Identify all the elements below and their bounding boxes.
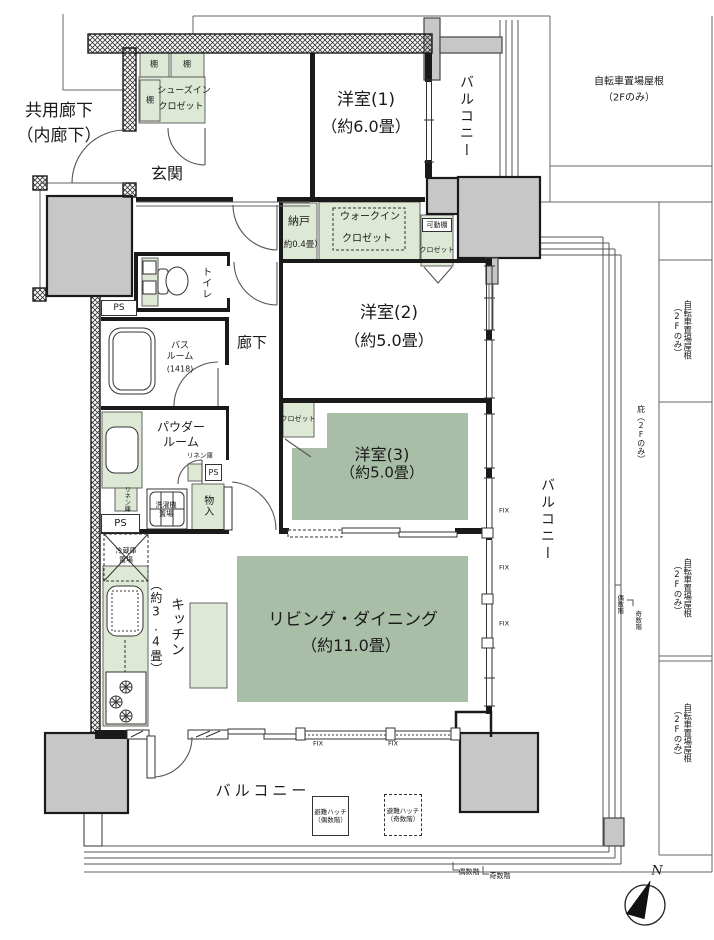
label-bath-2: ルーム [166, 351, 194, 362]
label-fix-2: FIX [498, 563, 510, 572]
label-washer-2: 置場 [159, 509, 173, 518]
label-bath-size: (1418) [166, 364, 194, 374]
site-boundary [39, 14, 713, 875]
evacuation-hatch-odd: 避難ハッチ （奇数階） [384, 794, 422, 836]
label-bicycle-roof-top-2: （2Fのみ） [602, 92, 656, 104]
label-shoe-closet-2: クロゼット [158, 101, 204, 112]
label-washer-1: 洗濯機 [155, 500, 177, 509]
evacuation-hatch-even: 避難ハッチ （偶数階） [312, 796, 349, 836]
ps-box-3: PS [101, 514, 140, 533]
hatched-walls [32, 33, 433, 734]
label-linen-1: リネン庫 [187, 451, 213, 460]
label-wic-1: ウォークイン [340, 211, 400, 223]
label-toilet: トイレ [199, 266, 211, 300]
label-odd-floor-bottom: 奇数階 [489, 871, 511, 880]
label-western3-size: （約5.0畳） [340, 463, 424, 482]
fixtures [103, 260, 189, 725]
label-storage-room-name: 納戸 [288, 214, 310, 228]
label-shoe-closet-1: シューズイン [157, 85, 211, 96]
label-monoire: 物入 [201, 495, 213, 517]
label-storage-room-size: （約0.4畳） [275, 240, 323, 251]
label-living-dining-name: リビング・ダイニング [268, 610, 438, 631]
label-bicycle-roof-right-2: 自転車置場屋根 （2Fのみ） [672, 558, 692, 618]
label-western2-name: 洋室(2) [359, 303, 419, 324]
label-western1-name: 洋室(1) [336, 90, 396, 111]
label-eaves: 庇（2Fのみ） [636, 405, 646, 463]
label-compass-north: N [651, 863, 663, 879]
label-western2-size: （約5.0畳） [344, 330, 434, 350]
label-living-dining-size: （約11.0畳） [301, 635, 401, 655]
label-kitchen-name: キッチン [169, 597, 186, 657]
ps-box-2: PS [205, 464, 222, 481]
label-western3-name: 洋室(3) [354, 444, 410, 464]
label-shelf-3: 棚 [146, 95, 154, 105]
gray-columns [43, 17, 625, 847]
label-even-floor-right: 偶数階 [615, 594, 624, 614]
label-fix-1: FIX [498, 506, 510, 515]
label-bicycle-roof-top-1: 自転車置場屋根 [594, 76, 664, 88]
label-hallway: 廊下 [236, 333, 268, 352]
label-fix-3: FIX [498, 619, 510, 628]
label-kitchen-size: （約3.4畳） [148, 578, 163, 676]
label-bath-1: バス [170, 340, 190, 351]
label-bicycle-roof-right-3: 自転車置場屋根 （2Fのみ） [672, 703, 692, 763]
label-common-corridor-2: （内廊下） [16, 126, 102, 147]
label-powder-1: パウダー [156, 420, 206, 435]
label-fridge-2: 置場 [119, 555, 133, 564]
label-fix-5: FIX [387, 739, 399, 748]
label-closet-movable: クロゼット [419, 245, 455, 254]
label-balcony-top: バルコニー [458, 74, 475, 160]
doors [71, 127, 453, 779]
label-fix-4: FIX [312, 739, 324, 748]
label-western1-size: （約6.0畳） [321, 116, 411, 136]
walls [95, 53, 493, 739]
label-entrance: 玄関 [150, 163, 184, 183]
label-linen-2: リネン庫 [122, 486, 131, 512]
label-shelf-2: 棚 [183, 59, 191, 69]
label-balcony-right: バルコニー [539, 477, 556, 563]
label-balcony-bottom: バルコニー [215, 781, 311, 800]
movable-shelf-box: 可動棚 [422, 218, 452, 232]
ps-box-1: PS [101, 300, 137, 316]
room-highlight-fills [237, 413, 468, 702]
compass-icon [624, 880, 666, 926]
windows [126, 79, 495, 741]
label-wic-2: クロゼット [342, 233, 392, 245]
label-even-floor-bottom: 偶数階 [458, 867, 480, 876]
label-odd-floor-right: 奇数階 [633, 610, 642, 630]
label-fridge-1: 冷蔵庫 [115, 546, 137, 555]
label-shelf-1: 棚 [150, 59, 158, 69]
label-common-corridor-1: 共用廊下 [25, 101, 93, 122]
label-bicycle-roof-right-1: 自転車置場屋根 （2Fのみ） [672, 300, 692, 360]
label-closet-w3: クロゼット [280, 414, 316, 423]
label-powder-2: ルーム [163, 435, 199, 450]
